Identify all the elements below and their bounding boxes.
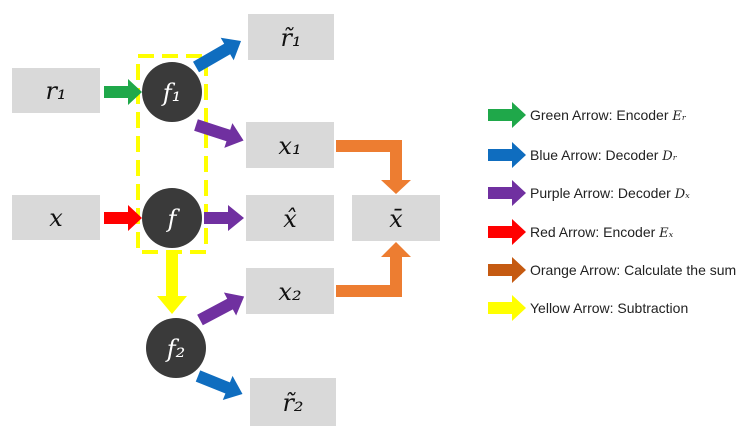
svg-text:Green Arrow: Encoder Eᵣ: Green Arrow: Encoder Eᵣ xyxy=(530,107,687,124)
legend-purple-math: Dₓ xyxy=(674,187,690,202)
node-f: f xyxy=(142,188,202,248)
box-r2-tilde: r̃₂ xyxy=(250,378,336,426)
legend-yellow-arrow-icon xyxy=(488,295,526,321)
legend-item-yellow: Yellow Arrow: Subtraction xyxy=(488,295,688,321)
legend-purple-arrow-icon xyxy=(488,180,526,206)
legend-green-label: Green Arrow: Encoder xyxy=(530,107,672,123)
node-f1: f₁ xyxy=(142,62,202,122)
legend-item-purple: Purple Arrow: Decoder Dₓ xyxy=(488,180,690,206)
node-f2: f₂ xyxy=(146,318,206,378)
legend-item-green: Green Arrow: Encoder Eᵣ xyxy=(488,102,687,128)
legend-red-math: Eₓ xyxy=(658,226,673,241)
svg-text:Red Arrow: Encoder Eₓ: Red Arrow: Encoder Eₓ xyxy=(530,224,674,241)
box-x-hat-label: x̂ xyxy=(283,205,297,233)
svg-text:Yellow Arrow: Subtraction: Yellow Arrow: Subtraction xyxy=(530,300,688,316)
legend-orange-arrow-icon xyxy=(488,257,526,283)
box-x1: x₁ xyxy=(246,122,334,168)
blue-arrow-bottom xyxy=(195,370,243,401)
blue-arrow-top xyxy=(193,37,242,73)
yellow-dashed-region xyxy=(136,54,208,254)
box-r1-tilde: r̃₁ xyxy=(248,14,334,60)
green-arrow xyxy=(104,79,142,105)
orange-arrow-bottom xyxy=(336,242,411,297)
legend-item-blue: Blue Arrow: Decoder Dᵣ xyxy=(488,142,678,168)
red-arrow xyxy=(104,205,142,231)
legend-green-arrow-icon xyxy=(488,102,526,128)
box-x-bar-label: x̄ xyxy=(389,205,403,233)
legend-purple-label: Purple Arrow: Decoder xyxy=(530,185,675,201)
box-x-label: x xyxy=(49,204,63,232)
node-f2-label: f₂ xyxy=(165,335,186,363)
legend-blue-math: Dᵣ xyxy=(661,149,677,164)
purple-arrow-xhat xyxy=(204,205,244,231)
legend-yellow-label: Yellow Arrow: Subtraction xyxy=(530,300,688,316)
svg-text:Orange Arrow: Calculate the su: Orange Arrow: Calculate the sum xyxy=(530,262,736,278)
purple-arrow-x2 xyxy=(197,292,245,326)
purple-arrow-x1 xyxy=(194,119,244,148)
box-x-hat: x̂ xyxy=(246,195,334,241)
node-f1-label: f₁ xyxy=(161,79,182,107)
svg-text:Blue Arrow: Decoder Dᵣ: Blue Arrow: Decoder Dᵣ xyxy=(530,147,678,164)
box-r2-tilde-label: r̃₂ xyxy=(282,389,303,417)
box-x: x xyxy=(12,195,100,240)
box-x2-label: x₂ xyxy=(278,278,301,306)
svg-text:Purple Arrow: Decoder Dₓ: Purple Arrow: Decoder Dₓ xyxy=(530,185,690,202)
box-x2: x₂ xyxy=(246,268,334,314)
legend-orange-label: Orange Arrow: Calculate the sum xyxy=(530,262,736,278)
legend-green-math: Eᵣ xyxy=(671,109,686,124)
legend-blue-label: Blue Arrow: Decoder xyxy=(530,147,662,163)
yellow-arrow xyxy=(157,254,187,314)
orange-arrow-top xyxy=(336,140,411,194)
box-x-bar: x̄ xyxy=(352,195,440,241)
box-r1-label: r₁ xyxy=(45,77,66,105)
legend-red-label: Red Arrow: Encoder xyxy=(530,224,659,240)
legend-item-red: Red Arrow: Encoder Eₓ xyxy=(488,219,674,245)
legend-red-arrow-icon xyxy=(488,219,526,245)
legend-blue-arrow-icon xyxy=(488,142,526,168)
legend-item-orange: Orange Arrow: Calculate the sum xyxy=(488,257,736,283)
box-r1: r₁ xyxy=(12,68,100,113)
box-r1-tilde-label: r̃₁ xyxy=(280,24,301,52)
box-x1-label: x₁ xyxy=(278,132,301,160)
legend: Green Arrow: Encoder Eᵣ Blue Arrow: Deco… xyxy=(488,102,736,321)
